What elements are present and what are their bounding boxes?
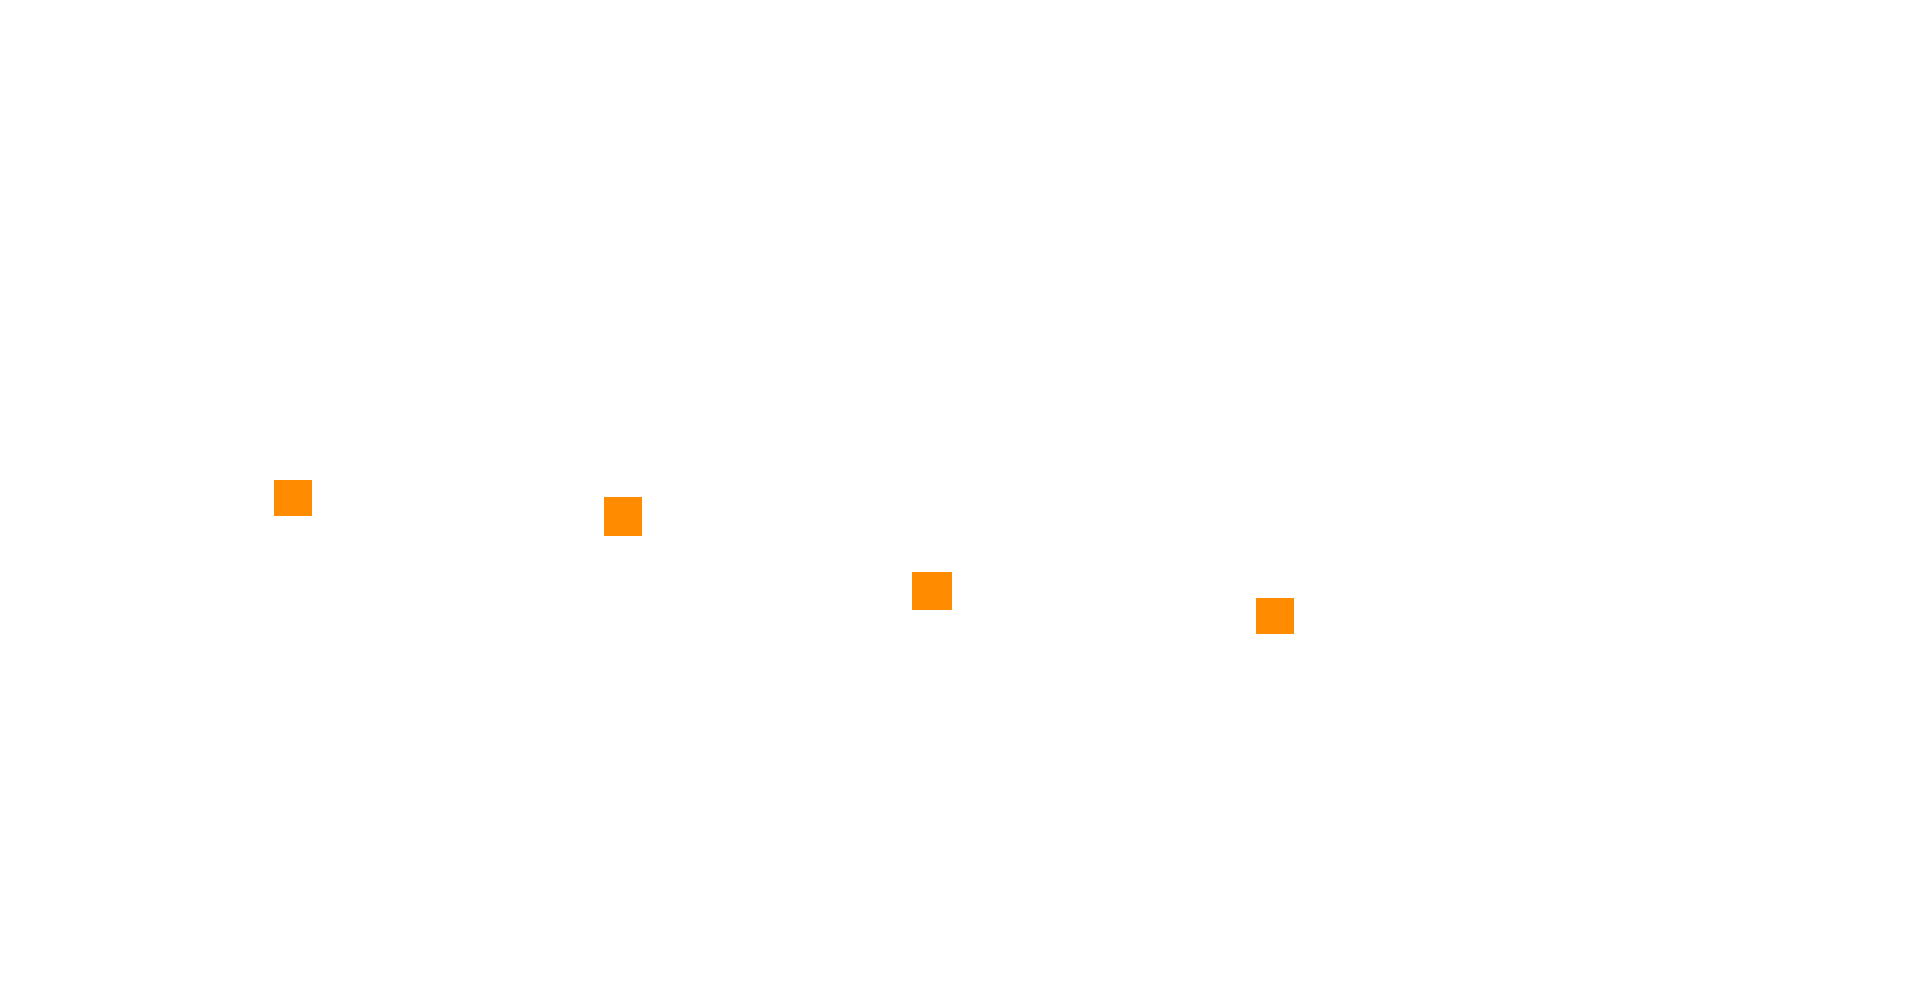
orange-square-marker-2[interactable] [604, 497, 642, 536]
orange-square-marker-4[interactable] [1256, 598, 1294, 634]
orange-square-marker-1[interactable] [274, 480, 312, 516]
orange-square-marker-3[interactable] [912, 572, 952, 610]
